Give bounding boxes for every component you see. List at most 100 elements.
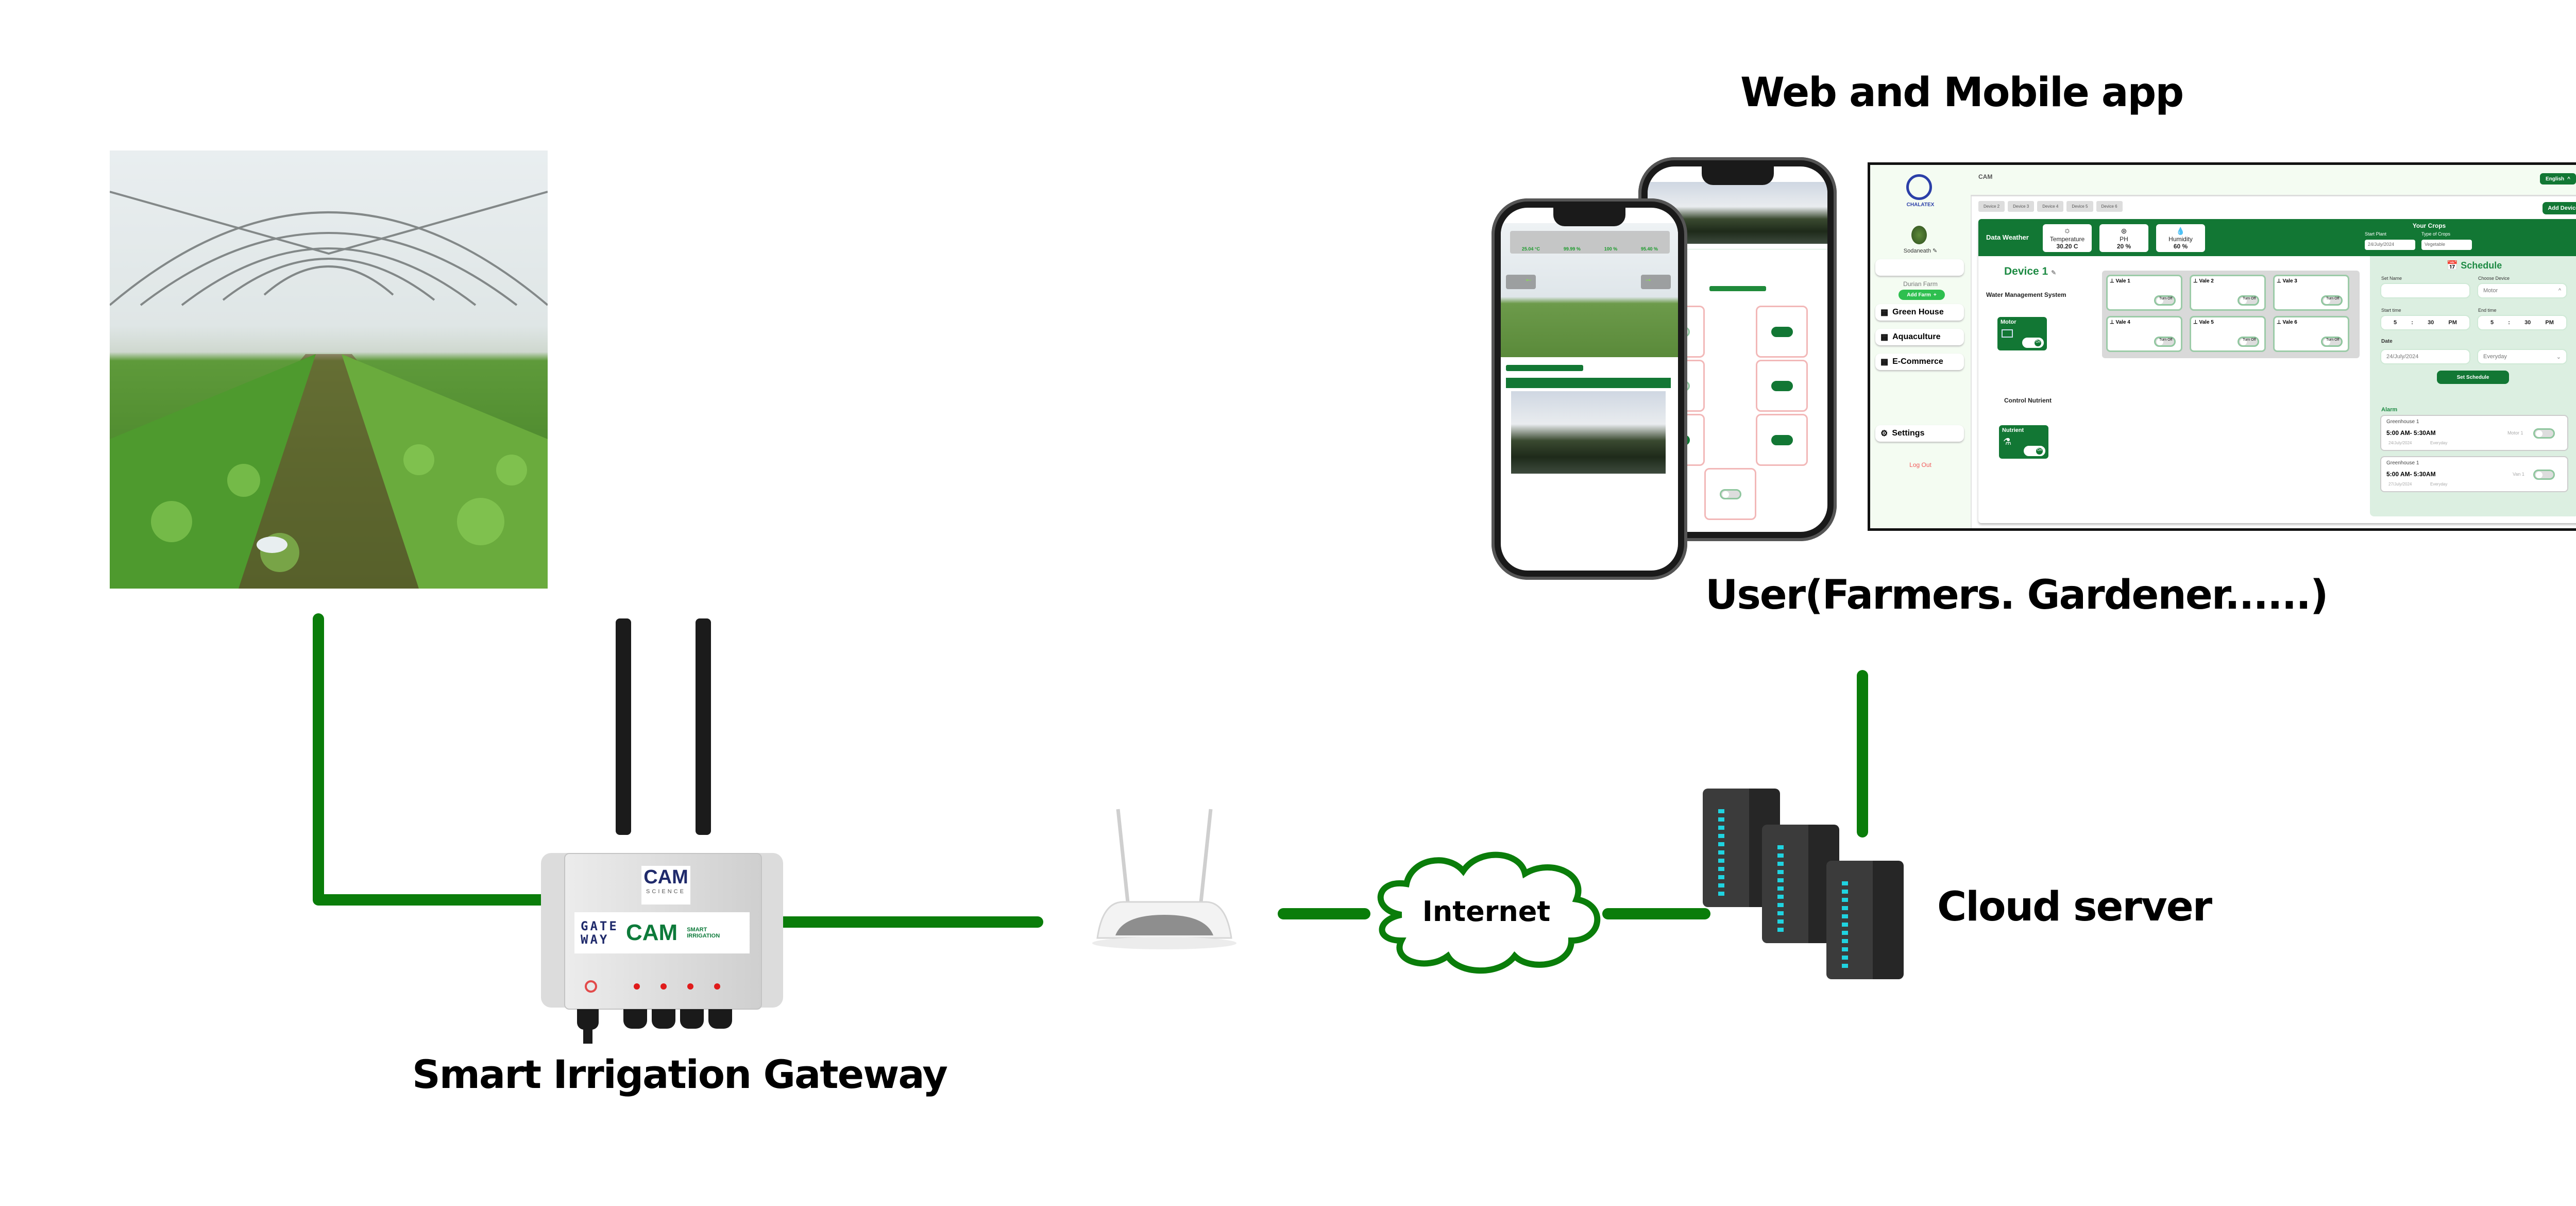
set-name-input[interactable] [2380, 283, 2470, 298]
valve-card[interactable]: ⊥ Vale 6 Turn Off [2273, 316, 2349, 352]
date-input[interactable]: 24/July/2024 [2380, 349, 2470, 364]
tab-device-2[interactable]: Device 2 [1978, 201, 2005, 212]
schedule-panel: 📅 Schedule Set Name Choose Device Motor^… [2370, 256, 2576, 516]
phone-valve-card[interactable] [1756, 360, 1808, 412]
weather-value: 30.20 C [2056, 243, 2078, 250]
language-selector[interactable]: English^ [2540, 173, 2576, 185]
valve-state: Turn Off [2243, 297, 2256, 300]
valve-card[interactable]: ⊥ Vale 2 Turn Off [2190, 275, 2266, 311]
chevron-up-icon: ^ [2567, 176, 2570, 182]
tab-device-6[interactable]: Device 6 [2096, 201, 2123, 212]
end-minute: 30 [2524, 320, 2531, 326]
alarm-toggle[interactable] [2533, 470, 2555, 480]
gateway-title: Smart Irrigation Gateway [412, 1051, 948, 1097]
valve-card[interactable]: ⊥ Vale 4 Turn Off [2106, 316, 2182, 352]
grid-icon: ▦ [1880, 263, 1889, 272]
alarm-item[interactable]: Greenhouse 1 5:00 AM- 5:30AM 24/July/202… [2380, 415, 2568, 451]
tab-device-3[interactable]: Device 3 [2008, 201, 2035, 212]
led-icon [634, 983, 640, 990]
header-logo: CAM [1978, 173, 1993, 180]
sun-icon: ☼ [2063, 226, 2071, 235]
phone-valve-card[interactable] [1756, 306, 1808, 358]
valve-state: Turn Off [2326, 338, 2340, 342]
valve-card[interactable]: ⊥ Vale 3 Turn Off [2273, 275, 2349, 311]
valve-controls-heading-kh [1709, 286, 1766, 291]
edit-icon[interactable]: ✎ [2051, 269, 2057, 276]
valve-name: Vale 6 [2282, 320, 2297, 325]
add-device-button[interactable]: Add Device+ [2543, 202, 2576, 214]
cam-irrigation-label: CAM [626, 920, 678, 945]
start-minute: 30 [2428, 320, 2434, 326]
reading-soil: 100 % [1604, 246, 1618, 252]
add-farm-button[interactable]: Add Farm+ [1899, 290, 1945, 300]
motor-toggle[interactable] [2022, 338, 2044, 348]
nutrient-icon: ⚗ [2003, 437, 2012, 447]
weather-label: Temperature [2049, 236, 2085, 243]
edit-icon[interactable]: ✎ [1933, 248, 1938, 254]
alarm-item[interactable]: Greenhouse 1 5:00 AM- 5:30AM 27/July/202… [2380, 456, 2568, 492]
sub-farm-durian[interactable]: Durian Farm [1903, 280, 1938, 288]
power-button-icon [585, 980, 597, 993]
avatar[interactable] [1911, 226, 1927, 244]
humidity-icon: 💧 [2176, 226, 2185, 235]
weather-label: Humidity [2168, 235, 2193, 243]
gear-icon: ⚙ [1880, 429, 1888, 438]
valve-name: Vale 1 [2115, 278, 2130, 284]
set-schedule-button[interactable]: Set Schedule [2437, 371, 2509, 384]
valve-toggle[interactable] [2154, 337, 2176, 347]
sidebar-item-open-field-farm[interactable]: ▦Open Field Farm [1875, 259, 1964, 276]
grid-icon: ▦ [1880, 358, 1889, 366]
antenna-icon [616, 618, 631, 835]
sidebar-item-e-commerce[interactable]: ▦E-Commerce [1875, 354, 1964, 370]
valve-toggle[interactable] [2321, 337, 2343, 347]
phone-valve-card[interactable] [1704, 468, 1756, 520]
alarm-repeat: Everyday [2430, 482, 2448, 487]
ph-icon: ⊛ [2121, 226, 2127, 235]
device-header-bar[interactable] [1506, 378, 1671, 388]
add-device-label: Add Device [2548, 205, 2576, 211]
nutrient-toggle[interactable] [2024, 446, 2045, 456]
nav-label: Settings [1892, 429, 1925, 438]
valve-name: Vale 3 [2282, 278, 2297, 284]
nutrient-card[interactable]: Nutrient ⚗ Turn On [1999, 425, 2048, 459]
sidebar-item-aquaculture[interactable]: ▦Aquaculture [1875, 329, 1964, 345]
valve-toggle[interactable] [2154, 295, 2176, 306]
choose-device-label: Choose Device [2478, 276, 2510, 281]
choose-device-value: Motor [2483, 288, 2498, 294]
cloud-server-title: Cloud server [1937, 884, 2212, 930]
repeat-select[interactable]: Everyday⌄ [2477, 349, 2567, 364]
control-nutrient-title: Control Nutrient [2004, 397, 2052, 404]
wire-router-internet [1278, 908, 1370, 919]
valve-toggle[interactable] [2238, 295, 2259, 306]
valve-name: Vale 2 [2199, 278, 2214, 284]
valve-card[interactable]: ⊥ Vale 5 Turn Off [2190, 316, 2266, 352]
led-icon [714, 983, 720, 990]
phone-front: 25.04 °C 99.99 % 100 % 95.40 % ← → [1492, 198, 1687, 580]
start-plant-field[interactable]: 24/July/2024 [2365, 240, 2415, 250]
alarm-place: Greenhouse 1 [2386, 419, 2419, 425]
choose-device-select[interactable]: Motor^ [2477, 283, 2567, 298]
next-button[interactable]: → [1641, 275, 1671, 289]
valve-card[interactable]: ⊥ Vale 1 Turn Off [2106, 275, 2182, 311]
sidebar-item-green-house[interactable]: ▦Green House [1875, 304, 1964, 321]
sidebar-item-settings[interactable]: ⚙ Settings [1875, 425, 1964, 442]
alarm-toggle[interactable] [2533, 428, 2555, 439]
type-of-crops-field[interactable]: Vegetable [2421, 240, 2472, 250]
tab-device-4[interactable]: Device 4 [2037, 201, 2064, 212]
chalatex-logo-text: CHALATEX [1906, 202, 1935, 208]
alarm-repeat: Everyday [2430, 441, 2448, 445]
valve-toggle[interactable] [2321, 295, 2343, 306]
motor-card[interactable]: Motor Turn On [1997, 317, 2047, 350]
tab-device-5[interactable]: Device 5 [2066, 201, 2093, 212]
start-plant-label: Start Plant [2365, 231, 2387, 237]
calendar-icon: 📅 [2446, 260, 2459, 271]
valve-toggle[interactable] [2238, 337, 2259, 347]
logout-link[interactable]: Log Out [1909, 461, 1931, 468]
antenna-icon [696, 618, 711, 835]
reading-moisture: 95.40 % [1641, 246, 1658, 252]
phone-valve-card[interactable] [1756, 414, 1808, 466]
reading-humidity: 99.99 % [1563, 246, 1581, 252]
prev-button[interactable]: ← [1506, 275, 1536, 289]
